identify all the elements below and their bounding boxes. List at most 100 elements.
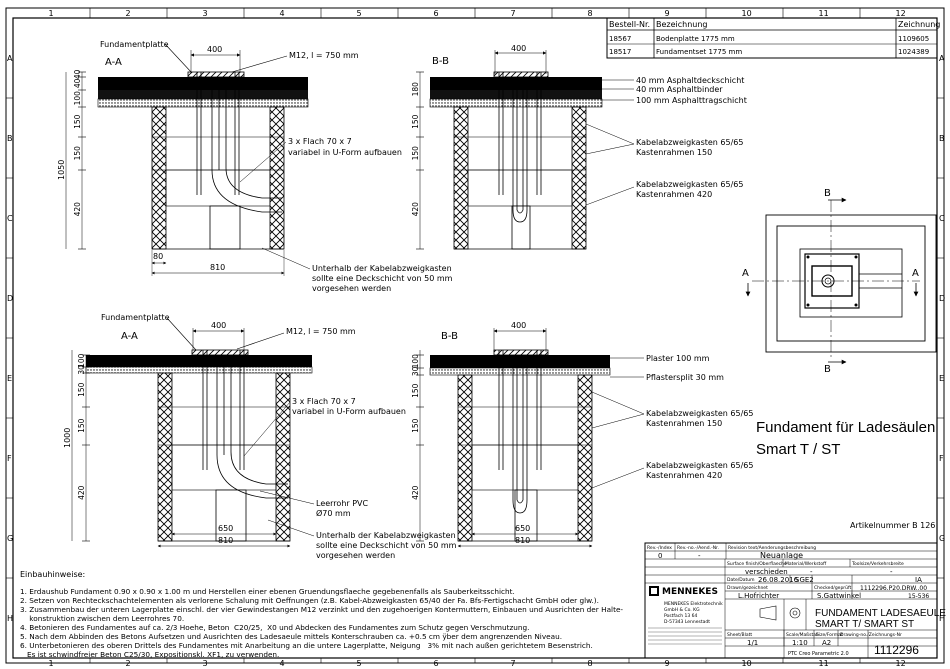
column-number: 3	[203, 9, 208, 18]
row-letter: B	[939, 134, 945, 143]
kasten-label: Kastenrahmen 420	[636, 190, 712, 199]
dim-value: 150	[73, 146, 82, 161]
tb-title: FUNDAMENT LADESAEULE	[815, 608, 946, 619]
company-address: MENNEKES Elektrotechnik	[664, 601, 723, 607]
flach-label: 3 x Flach 70 x 7	[292, 397, 356, 406]
bom-header-nr: Bestell-Nr.	[609, 20, 650, 29]
bolt-label: M12, l = 750 mm	[289, 51, 359, 60]
dim-value: 420	[77, 485, 86, 500]
projection-symbol-icon	[759, 605, 801, 621]
plan-marker-b: B	[824, 364, 831, 375]
tb-value: 0	[658, 552, 662, 560]
dim-value: 100	[77, 353, 86, 368]
column-number: 12	[896, 659, 906, 668]
drawing-title: Smart T / ST	[756, 441, 840, 458]
dim-810: 810	[515, 536, 530, 545]
notes-line: 5. Nach dem Abbinden des Betons Aufsetze…	[20, 632, 562, 641]
row-letter: H	[7, 614, 13, 623]
column-number: 5	[357, 9, 362, 18]
dim-value: 150	[411, 114, 420, 129]
tb-header: Date/Datum	[727, 577, 755, 583]
section-label: A-A	[121, 331, 138, 342]
column-number: 2	[126, 9, 131, 18]
base-plate	[187, 71, 245, 78]
note-line: Unterhalb der Kabelabzweigkasten	[316, 531, 456, 540]
dim-value: 180	[411, 82, 420, 97]
column-number: 2	[126, 659, 131, 668]
row-letter: E	[939, 374, 944, 383]
tb-header: Sheet/Blatt	[727, 632, 752, 638]
installation-notes: Einbauhinweise: 1. Erdaushub Fundament 0…	[20, 570, 623, 659]
company-address: Postfach 13 64	[664, 613, 698, 619]
bom-row-bez: Fundamentset 1775 mm	[656, 48, 742, 56]
column-number: 1	[49, 659, 54, 668]
company-address: D-57343 Lennestadt	[664, 619, 710, 625]
row-letter: A	[939, 54, 945, 63]
dim-total: 1050	[57, 160, 66, 180]
dim-value: 420	[73, 202, 82, 217]
notes-line: 3. Zusammenbau der unteren Lagerplatte e…	[20, 605, 623, 614]
column-number: 7	[511, 9, 516, 18]
dim-value: 150	[411, 146, 420, 161]
dim-400: 400	[511, 44, 526, 53]
bom-row-nr: 18567	[609, 35, 631, 43]
column-number: 7	[511, 659, 516, 668]
tb-pfad: 1112296.P20.DRW..00	[860, 585, 927, 592]
tb-header: Rev.-/Index	[647, 545, 672, 551]
tb-date: 26.08.2016	[758, 576, 799, 584]
notes-line: 6. Unterbetonieren des oberen Drittels d…	[20, 641, 593, 650]
dim-400: 400	[211, 321, 226, 330]
kasten-label: Kastenrahmen 420	[646, 471, 722, 480]
notes-line: 1. Erdaushub Fundament 0.90 x 0.90 x 1.0…	[20, 587, 515, 596]
bom-row-zeich: 1109605	[898, 35, 929, 43]
tb-size: A2	[822, 639, 831, 647]
row-letter: B	[7, 134, 13, 143]
bom-table: Bestell-Nr. Bezeichnung Zeichnung 18567 …	[606, 17, 940, 59]
row-letter: A	[7, 54, 13, 63]
plan-view: B B A A	[742, 188, 937, 375]
company-logo: MENNEKES MENNEKES Elektrotechnik GmbH & …	[648, 586, 723, 645]
section-aa-top: A-A Fundamentplatte 400 M12, l = 750 mm	[57, 40, 453, 293]
column-number: 9	[665, 9, 670, 18]
flach-label: variabel in U-Form aufbauen	[288, 148, 402, 157]
column-number: 6	[434, 659, 439, 668]
row-letter: C	[939, 214, 945, 223]
tb-sheet: 1/1	[747, 639, 758, 647]
row-letter: F	[7, 454, 12, 463]
notes-title: Einbauhinweise:	[20, 570, 85, 579]
column-number: 10	[742, 9, 752, 18]
tb-header: Rev.-no.-/Aend.-Nr.	[677, 545, 719, 551]
column-number: 10	[742, 659, 752, 668]
leerrohr-label: Ø70 mm	[316, 508, 351, 518]
dim-value: 150	[77, 382, 86, 397]
row-letter: C	[7, 214, 13, 223]
tb-header: Drawn/gezeichnet	[727, 585, 768, 591]
column-number: 11	[819, 659, 829, 668]
kasten-label: Kastenrahmen 150	[646, 419, 722, 428]
row-letter: D	[939, 294, 945, 303]
column-number: 12	[896, 9, 906, 18]
column-number: 1	[49, 9, 54, 18]
article-number: Artikelnummer B 126	[850, 521, 935, 530]
bom-header-bez: Bezeichnung	[656, 20, 708, 29]
section-label: B-B	[432, 56, 449, 67]
dim-value: 30	[411, 366, 420, 376]
bolt-label: M12, l = 750 mm	[286, 327, 356, 336]
plan-marker-a: A	[742, 268, 749, 279]
bom-row-nr: 18517	[609, 48, 631, 56]
dim-80: 80	[153, 252, 163, 261]
note-line: vorgesehen werden	[316, 551, 395, 560]
tb-status: IA	[915, 576, 922, 584]
tb-header: Size/Format	[816, 632, 843, 638]
tb-value: Neuanlage	[760, 551, 803, 560]
dim-650: 650	[218, 524, 233, 533]
row-letter: G	[7, 534, 13, 543]
tb-sge: SGE2	[795, 576, 814, 584]
dim-400: 400	[511, 321, 526, 330]
column-number: 4	[280, 659, 285, 668]
